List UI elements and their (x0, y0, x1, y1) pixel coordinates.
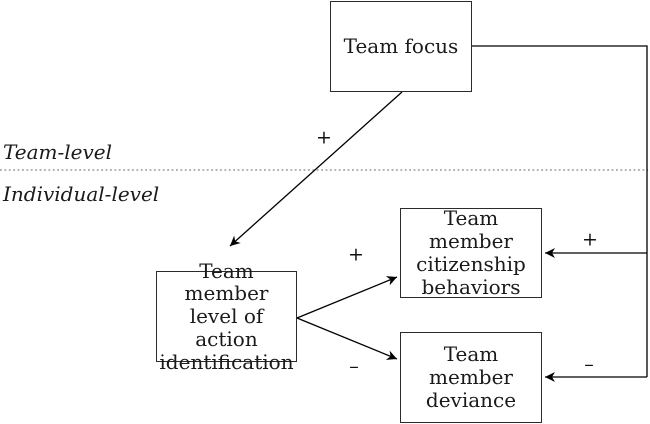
node-action-identification: Team member level of action identificati… (156, 259, 297, 373)
sign-identification-to-citizenship: + (348, 243, 364, 266)
edge-focus-elbow (472, 45, 648, 377)
team-level-label: Team-level (3, 140, 113, 164)
node-team-focus: Team focus (330, 1, 472, 92)
node-deviance: Team member deviance (400, 332, 542, 423)
edge-identification-to-citizenship (296, 276, 398, 319)
edge-identification-to-deviance (296, 317, 398, 360)
sign-focus-to-deviance: – (584, 353, 594, 376)
sign-identification-to-deviance: – (349, 355, 359, 378)
sign-focus-to-identification: + (316, 126, 332, 149)
edge-focus-to-identification (229, 91, 403, 247)
sign-focus-to-citizenship: + (582, 228, 598, 251)
individual-level-label: Individual-level (3, 182, 160, 206)
node-citizenship-behaviors: Team member citizenship behaviors (400, 207, 542, 298)
